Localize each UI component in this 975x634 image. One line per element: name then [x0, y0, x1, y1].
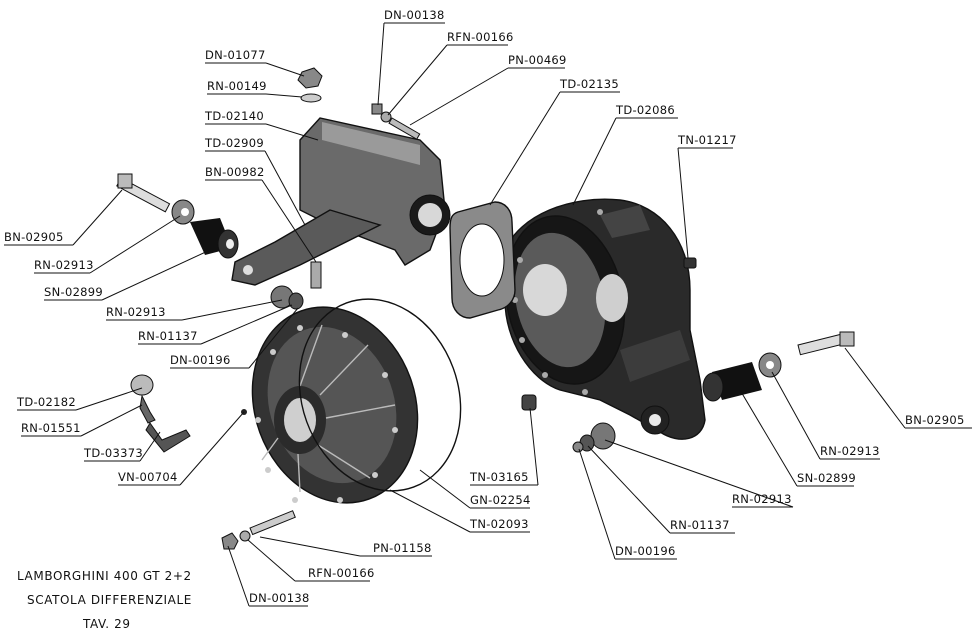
- upper-fasteners-illustration: [297, 67, 421, 140]
- callout-rn-02913-left-b: RN-02913: [106, 305, 166, 319]
- o-ring-illustration: [298, 298, 462, 492]
- callout-gn-02254: GN-02254: [470, 493, 531, 507]
- callout-rn-01137-right: RN-01137: [670, 518, 730, 532]
- callout-labels: DN-00138 RFN-00166 DN-01077 PN-00469 RN-…: [4, 8, 972, 607]
- breather-parts-illustration: [130, 374, 247, 453]
- right-bushing-group-illustration: [572, 331, 855, 453]
- title-block: LAMBORGHINI 400 GT 2+2 SCATOLA DIFFERENZ…: [17, 569, 192, 631]
- mount-bracket-illustration: [231, 117, 451, 286]
- callout-sn-02899-right: SN-02899: [797, 471, 856, 485]
- cover-illustration: [251, 306, 419, 504]
- callout-bn-02905-left: BN-02905: [4, 230, 64, 244]
- callout-rn-02913-right-a: RN-02913: [820, 444, 880, 458]
- title-assembly: SCATOLA DIFFERENZIALE: [27, 593, 192, 607]
- callout-rfn-00166-top: RFN-00166: [447, 30, 514, 44]
- differential-housing-illustration: [504, 198, 706, 440]
- callout-rn-00149: RN-00149: [207, 79, 267, 93]
- callout-td-02182: TD-02182: [16, 395, 76, 409]
- callout-bn-02905-right: BN-02905: [905, 413, 965, 427]
- plug-tn01217-illustration: [683, 257, 697, 269]
- gasket-illustration: [449, 201, 516, 319]
- callout-rn-02913-left-a: RN-02913: [34, 258, 94, 272]
- callout-pn-00469: PN-00469: [508, 53, 567, 67]
- callout-vn-00704: VN-00704: [118, 470, 178, 484]
- callout-dn-00196-right: DN-00196: [615, 544, 676, 558]
- callout-td-02086: TD-02086: [615, 103, 675, 117]
- leader-lines: [72, 22, 906, 607]
- plug-tn03165-illustration: [521, 394, 537, 411]
- callout-tn-02093: TN-02093: [469, 517, 529, 531]
- callout-tn-01217: TN-01217: [677, 133, 737, 147]
- callout-td-03373: TD-03373: [83, 446, 143, 460]
- callout-td-02135: TD-02135: [559, 77, 619, 91]
- callout-dn-00196-left: DN-00196: [170, 353, 231, 367]
- callout-rn-01137-left: RN-01137: [138, 329, 198, 343]
- callout-rn-01551: RN-01551: [21, 421, 81, 435]
- title-model: LAMBORGHINI 400 GT 2+2: [17, 569, 192, 583]
- callout-bn-00982: BN-00982: [205, 165, 265, 179]
- callout-rfn-00166-bottom: RFN-00166: [308, 566, 375, 580]
- left-bushing-group-illustration: [116, 173, 322, 310]
- callout-dn-00138-bottom: DN-00138: [249, 591, 310, 605]
- callout-rn-02913-right-b: RN-02913: [732, 492, 792, 506]
- callout-pn-01158: PN-01158: [373, 541, 432, 555]
- callout-sn-02899-left: SN-02899: [44, 285, 103, 299]
- callout-tn-03165: TN-03165: [469, 470, 529, 484]
- title-plate-number: TAV. 29: [82, 617, 131, 631]
- callout-td-02909: TD-02909: [204, 136, 264, 150]
- callout-td-02140: TD-02140: [204, 109, 264, 123]
- lower-fasteners-illustration: [221, 510, 296, 550]
- callout-dn-00138-top: DN-00138: [384, 8, 445, 22]
- callout-dn-01077: DN-01077: [205, 48, 266, 62]
